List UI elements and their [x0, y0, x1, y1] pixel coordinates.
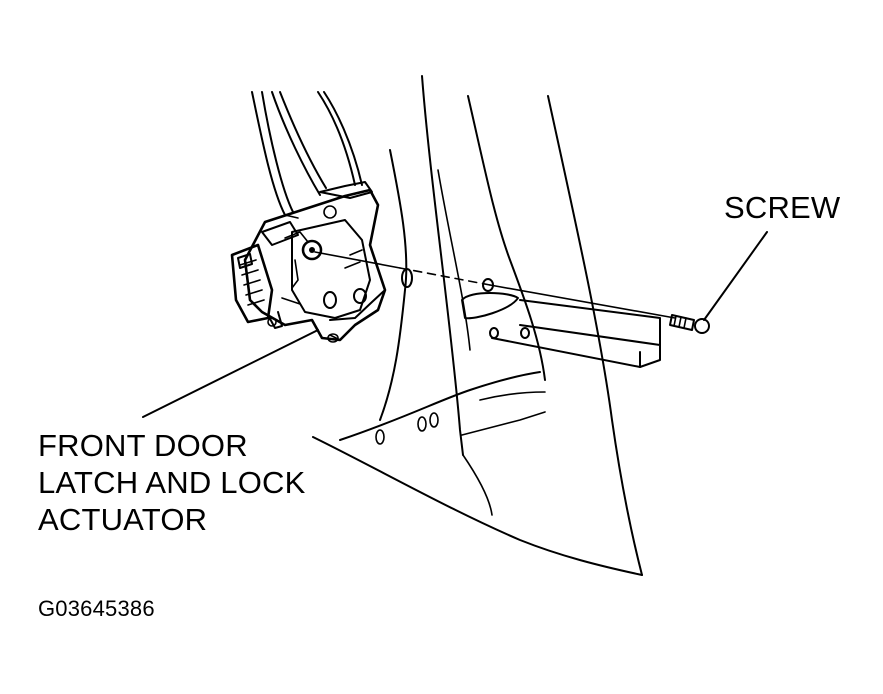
figure-code: G03645386	[38, 596, 155, 621]
latch-assembly	[230, 181, 387, 343]
screw	[669, 314, 710, 334]
latch-label: FRONT DOOR LATCH AND LOCK ACTUATOR	[38, 427, 306, 538]
latch-leader-line	[142, 329, 319, 418]
screw-label: SCREW	[724, 190, 841, 225]
latch-label-line-3: ACTUATOR	[38, 502, 208, 537]
latch-label-line-2: LATCH AND LOCK	[38, 465, 306, 500]
door-holes	[375, 268, 530, 445]
control-rods	[251, 91, 363, 219]
door-panel	[312, 75, 643, 576]
striker-bracket	[491, 299, 661, 368]
screw-alignment-line	[314, 251, 676, 319]
latch-label-line-1: FRONT DOOR	[38, 428, 248, 463]
screw-leader-line	[703, 231, 768, 321]
